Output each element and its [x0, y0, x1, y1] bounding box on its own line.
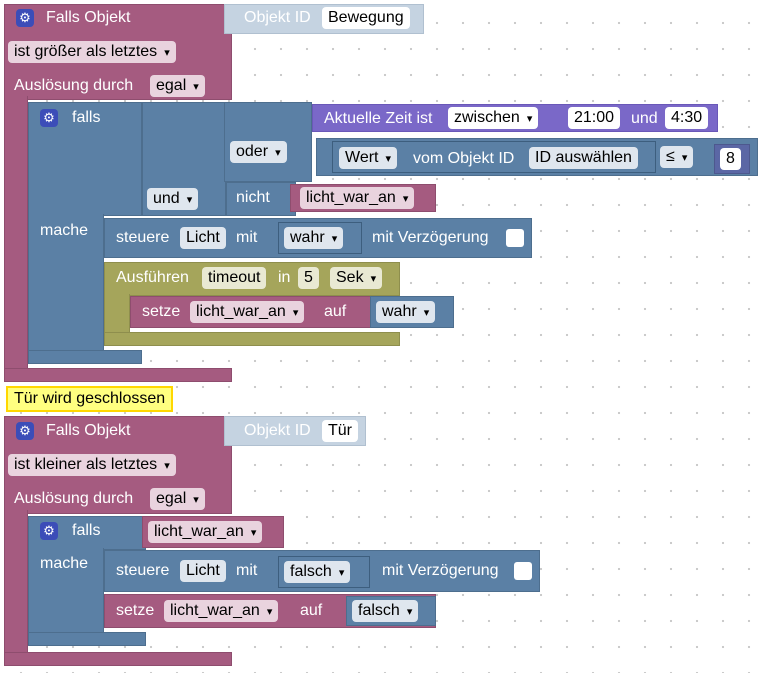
compare-value-field[interactable]: 8: [720, 148, 741, 170]
gear-icon[interactable]: ⚙: [16, 422, 34, 440]
time-label: Aktuelle Zeit ist: [324, 110, 433, 127]
setze-value-dropdown[interactable]: falsch: [352, 600, 419, 622]
und-dropdown[interactable]: und: [147, 188, 199, 210]
compare-op-dropdown[interactable]: ≤: [660, 146, 694, 168]
trigger-frame-left: [4, 96, 28, 370]
objekt-id-field[interactable]: Bewegung: [322, 7, 410, 29]
ausloesung-label: Auslösung durch: [14, 77, 134, 94]
timeout-var-field[interactable]: timeout: [202, 267, 267, 289]
id-select-field[interactable]: ID auswählen: [529, 147, 638, 169]
auf-label: auf: [300, 602, 323, 619]
objekt-id-label: Objekt ID: [244, 9, 311, 26]
auf-label: auf: [324, 303, 347, 320]
var-dropdown[interactable]: licht_war_an: [148, 521, 263, 543]
trigger-header: Falls Objekt: [46, 422, 131, 439]
steuere-value-dropdown[interactable]: falsch: [284, 561, 351, 583]
delay-label: mit Verzögerung: [372, 229, 489, 246]
steuere-label: steuere: [116, 562, 170, 579]
time-end-field[interactable]: 4:30: [665, 107, 709, 129]
delay-checkbox[interactable]: [514, 562, 532, 580]
falls-block-bottom: [28, 350, 142, 364]
gear-icon[interactable]: ⚙: [40, 109, 58, 127]
trigger-frame-bottom: [4, 368, 232, 382]
condition-dropdown[interactable]: ist größer als letztes: [8, 41, 176, 63]
time-mode-dropdown[interactable]: zwischen: [448, 107, 539, 129]
setze-var-dropdown[interactable]: licht_war_an: [164, 600, 279, 622]
setze-label: setze: [142, 303, 181, 320]
mache-label: mache: [40, 222, 89, 239]
ausloesung-dropdown[interactable]: egal: [150, 488, 205, 510]
objekt-id-label: Objekt ID: [244, 422, 311, 439]
mache-label: mache: [40, 555, 89, 572]
objekt-id-field[interactable]: Tür: [322, 420, 358, 442]
in-label: in: [278, 269, 291, 286]
setze-label: setze: [116, 602, 155, 619]
comment-note[interactable]: Tür wird geschlossen: [6, 386, 174, 412]
setze-var-dropdown[interactable]: licht_war_an: [190, 301, 305, 323]
oder-dropdown[interactable]: oder: [230, 141, 287, 163]
timeout-unit-dropdown[interactable]: Sek: [330, 267, 383, 289]
setze-value-dropdown[interactable]: wahr: [376, 301, 436, 323]
timeout-value-field[interactable]: 5: [298, 267, 319, 289]
time-start-field[interactable]: 21:00: [568, 107, 621, 129]
delay-checkbox[interactable]: [506, 229, 524, 247]
delay-label: mit Verzögerung: [382, 562, 499, 579]
steuere-label: steuere: [116, 229, 170, 246]
timeout-block-left: [104, 294, 130, 334]
falls-block-left: [28, 214, 104, 354]
trigger-frame-bottom: [4, 652, 232, 666]
falls-block-left: [28, 548, 104, 638]
falls-label: falls: [72, 109, 101, 126]
gear-icon[interactable]: ⚙: [40, 522, 58, 540]
time-und-label: und: [631, 110, 658, 127]
gear-icon[interactable]: ⚙: [16, 9, 34, 27]
mit-label: mit: [236, 562, 258, 579]
trigger-header: Falls Objekt: [46, 9, 131, 26]
trigger-frame-left: [4, 510, 28, 654]
nicht-block[interactable]: [226, 182, 296, 216]
mit-label: mit: [236, 229, 258, 246]
steuere-target-field[interactable]: Licht: [180, 227, 226, 249]
falls-label: falls: [72, 522, 101, 539]
ausloesung-dropdown[interactable]: egal: [150, 75, 205, 97]
var-dropdown[interactable]: licht_war_an: [300, 187, 415, 209]
timeout-block-bottom: [104, 332, 400, 346]
wert-dropdown[interactable]: Wert: [339, 147, 398, 169]
ausloesung-label: Auslösung durch: [14, 490, 134, 507]
falls-block-bottom: [28, 632, 146, 646]
vom-objekt-label: vom Objekt ID: [413, 150, 515, 167]
ausfuehren-label: Ausführen: [116, 269, 189, 286]
nicht-label: nicht: [236, 189, 270, 206]
condition-dropdown[interactable]: ist kleiner als letztes: [8, 454, 176, 476]
steuere-value-dropdown[interactable]: wahr: [284, 227, 344, 249]
steuere-target-field[interactable]: Licht: [180, 560, 226, 582]
